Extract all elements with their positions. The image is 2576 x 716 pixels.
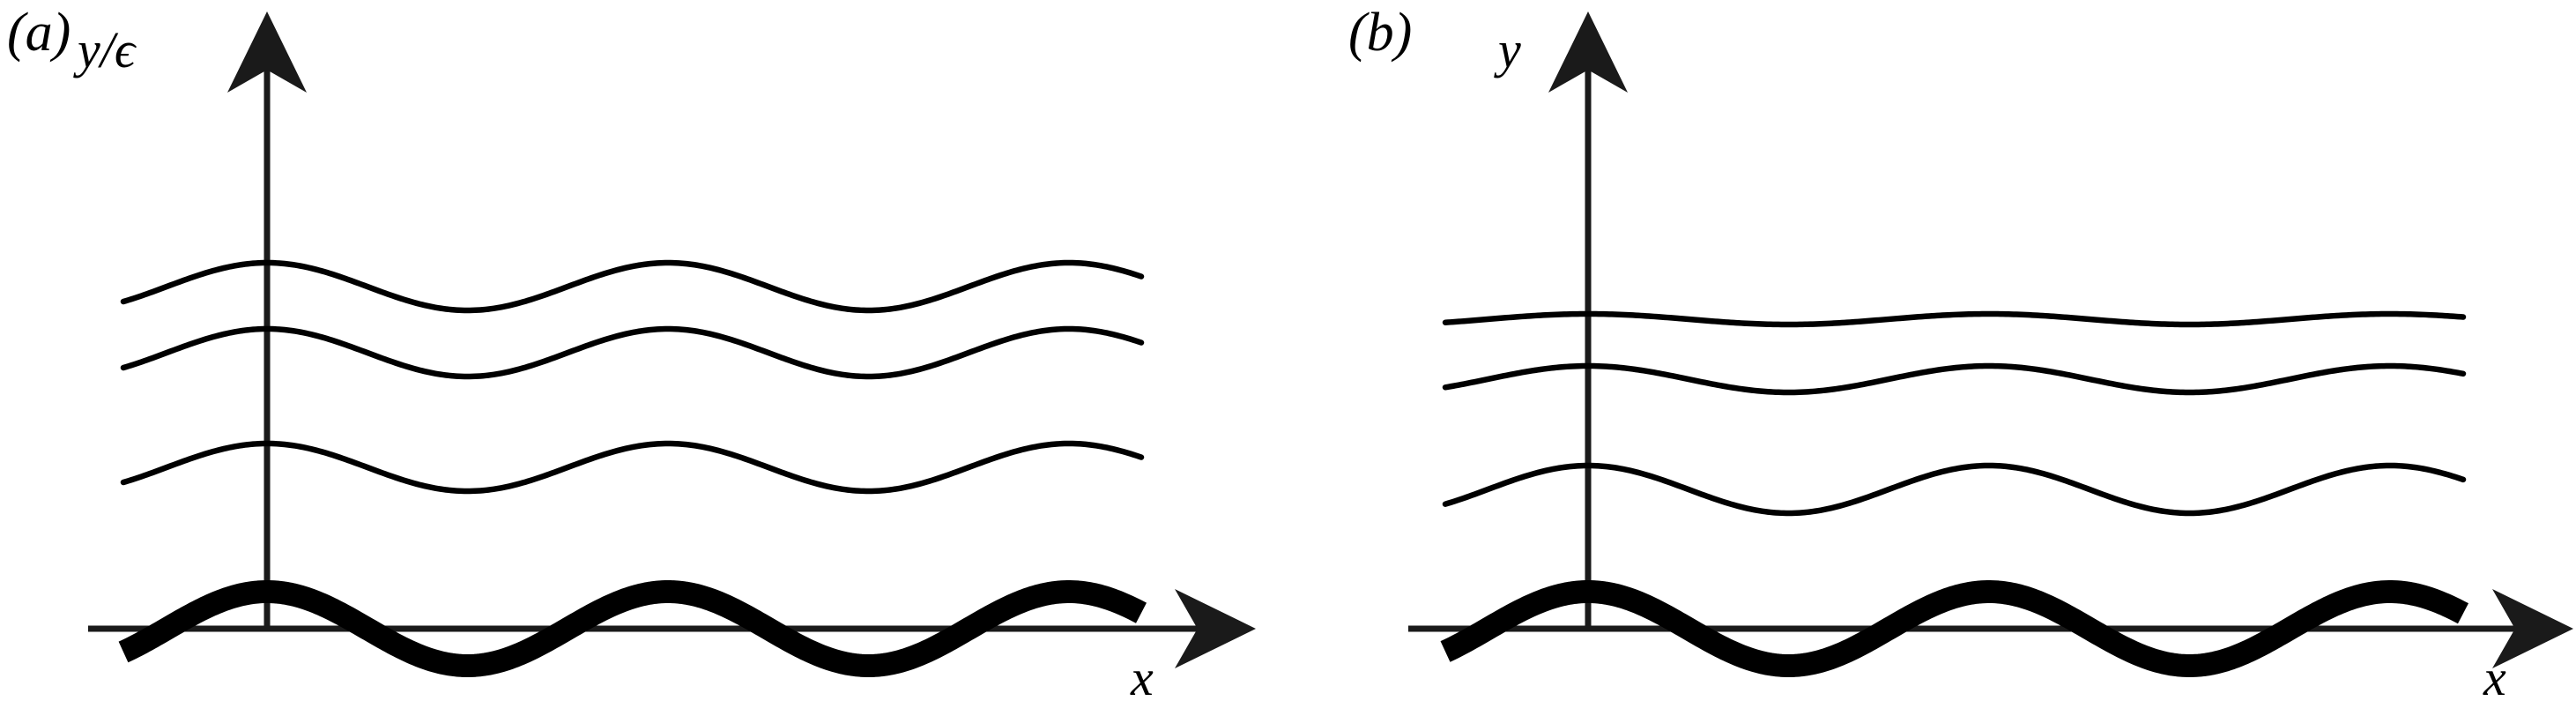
panel-a-x-axis-label: x — [1131, 649, 1154, 706]
streamline-1 — [1442, 462, 2467, 517]
panel-b-graphics — [1408, 11, 2573, 677]
y-axis-arrowhead-icon — [1548, 11, 1628, 93]
panel-a-graphics — [88, 11, 1256, 677]
interface-wave — [115, 580, 1150, 677]
panel-a-tag: (a) — [7, 3, 71, 63]
panel-b-y-axis-label: y — [1498, 21, 1521, 78]
panel-a-y-axis-label: y/ϵ — [78, 21, 136, 78]
panel-b-tag: (b) — [1348, 3, 1413, 63]
x-axis-arrowhead-icon — [2492, 589, 2573, 668]
x-axis-arrowhead-icon — [1175, 589, 1256, 668]
streamline-1 — [120, 440, 1145, 495]
panel-b-x-axis-label: x — [2483, 649, 2506, 706]
streamline-3 — [1442, 310, 2467, 328]
streamline-3 — [120, 259, 1145, 314]
streamline-2 — [1442, 362, 2467, 396]
interface-wave — [1436, 580, 2472, 677]
streamline-2 — [120, 325, 1145, 380]
y-axis-arrowhead-icon — [227, 11, 307, 93]
